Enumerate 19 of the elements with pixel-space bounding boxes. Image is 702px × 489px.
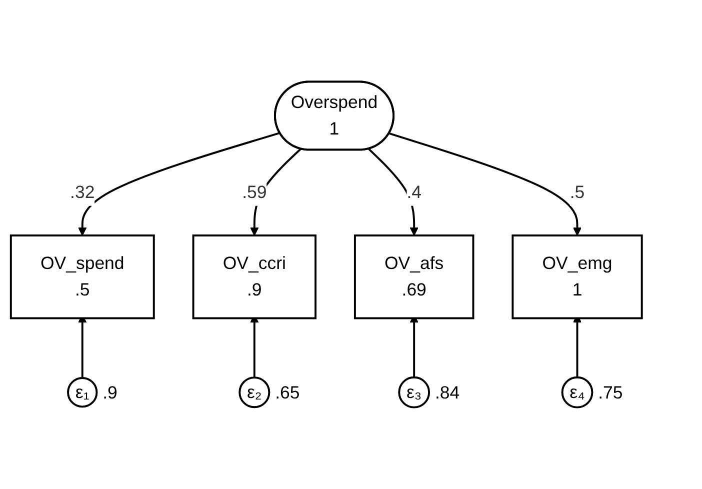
- node-box: OV_emg 1: [512, 234, 643, 320]
- edge-label: .5: [570, 182, 585, 202]
- edge-label: .32: [70, 182, 95, 202]
- variance-label: .9: [102, 382, 118, 402]
- node-box: OV_ccri .9: [192, 234, 316, 320]
- variance-label: .65: [275, 382, 300, 402]
- node-circle: ε₄: [561, 376, 594, 408]
- node-box: OV_afs .69: [354, 234, 474, 320]
- node-circle: ε₁: [67, 377, 98, 408]
- node-circle: ε₂: [238, 376, 270, 408]
- node-circle: ε₃: [398, 376, 430, 408]
- variance-label: .75: [598, 382, 623, 402]
- arrow: [389, 132, 582, 236]
- edge-label: .59: [242, 182, 267, 202]
- variance-label: .84: [434, 382, 460, 402]
- arrow: [368, 148, 418, 236]
- node-box: OV_spend .5: [10, 234, 155, 320]
- edge-label: .4: [406, 182, 422, 202]
- arrow: [78, 132, 280, 236]
